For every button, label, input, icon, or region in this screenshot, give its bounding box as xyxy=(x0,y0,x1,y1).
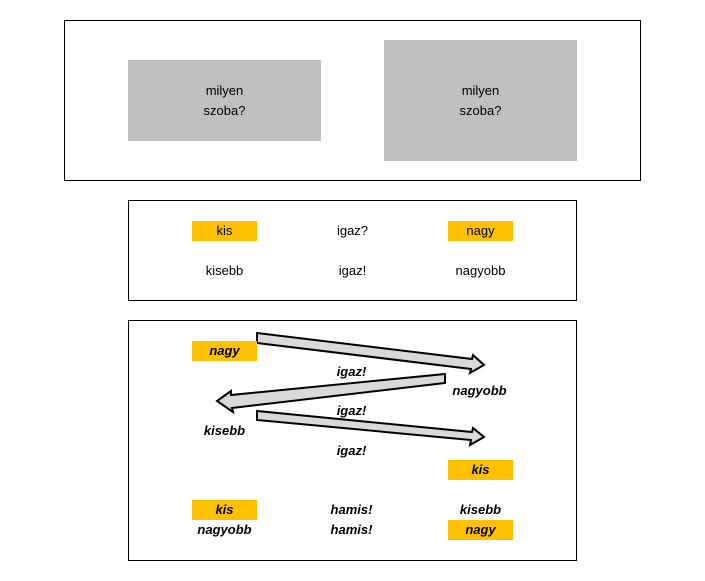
label-igaz-exclaim: igaz! xyxy=(338,263,367,278)
arrow-right-1 xyxy=(256,331,486,376)
small-room-box: milyen szoba? xyxy=(128,60,321,141)
start-label-nagy: nagy xyxy=(192,341,257,361)
arrow-right-2 xyxy=(256,409,486,447)
check-label-2: igaz! xyxy=(336,403,367,418)
room-question-line1: milyen xyxy=(205,82,244,98)
check-label-1: igaz! xyxy=(336,364,367,379)
arrow-left xyxy=(215,372,446,415)
large-room-box: milyen szoba? xyxy=(384,40,577,161)
check-label-3: igaz! xyxy=(336,443,367,458)
label-nagy: nagy xyxy=(448,221,513,241)
bottom-label-kis: kis xyxy=(192,500,257,520)
room-question-line2: szoba? xyxy=(203,102,246,118)
label-igaz-question: igaz? xyxy=(336,223,369,238)
bottom-label-nagy: nagy xyxy=(448,520,513,540)
label-kis: kis xyxy=(192,221,257,241)
room-question-line2: szoba? xyxy=(459,102,502,118)
result-label-kisebb: kisebb xyxy=(203,423,246,438)
label-kisebb: kisebb xyxy=(205,263,244,278)
bottom-label-hamis-1: hamis! xyxy=(330,502,373,517)
bottom-label-nagyobb: nagyobb xyxy=(197,522,252,537)
result-label-nagyobb: nagyobb xyxy=(452,383,507,398)
comparison-panel: kis igaz? nagy kisebb igaz! nagyobb xyxy=(128,200,577,301)
room-question-line1: milyen xyxy=(461,82,500,98)
result-label-kis: kis xyxy=(448,460,513,480)
rooms-panel: milyen szoba? milyen szoba? xyxy=(64,20,641,181)
label-nagyobb: nagyobb xyxy=(455,263,506,278)
bottom-label-hamis-2: hamis! xyxy=(330,522,373,537)
bottom-label-kisebb: kisebb xyxy=(459,502,502,517)
